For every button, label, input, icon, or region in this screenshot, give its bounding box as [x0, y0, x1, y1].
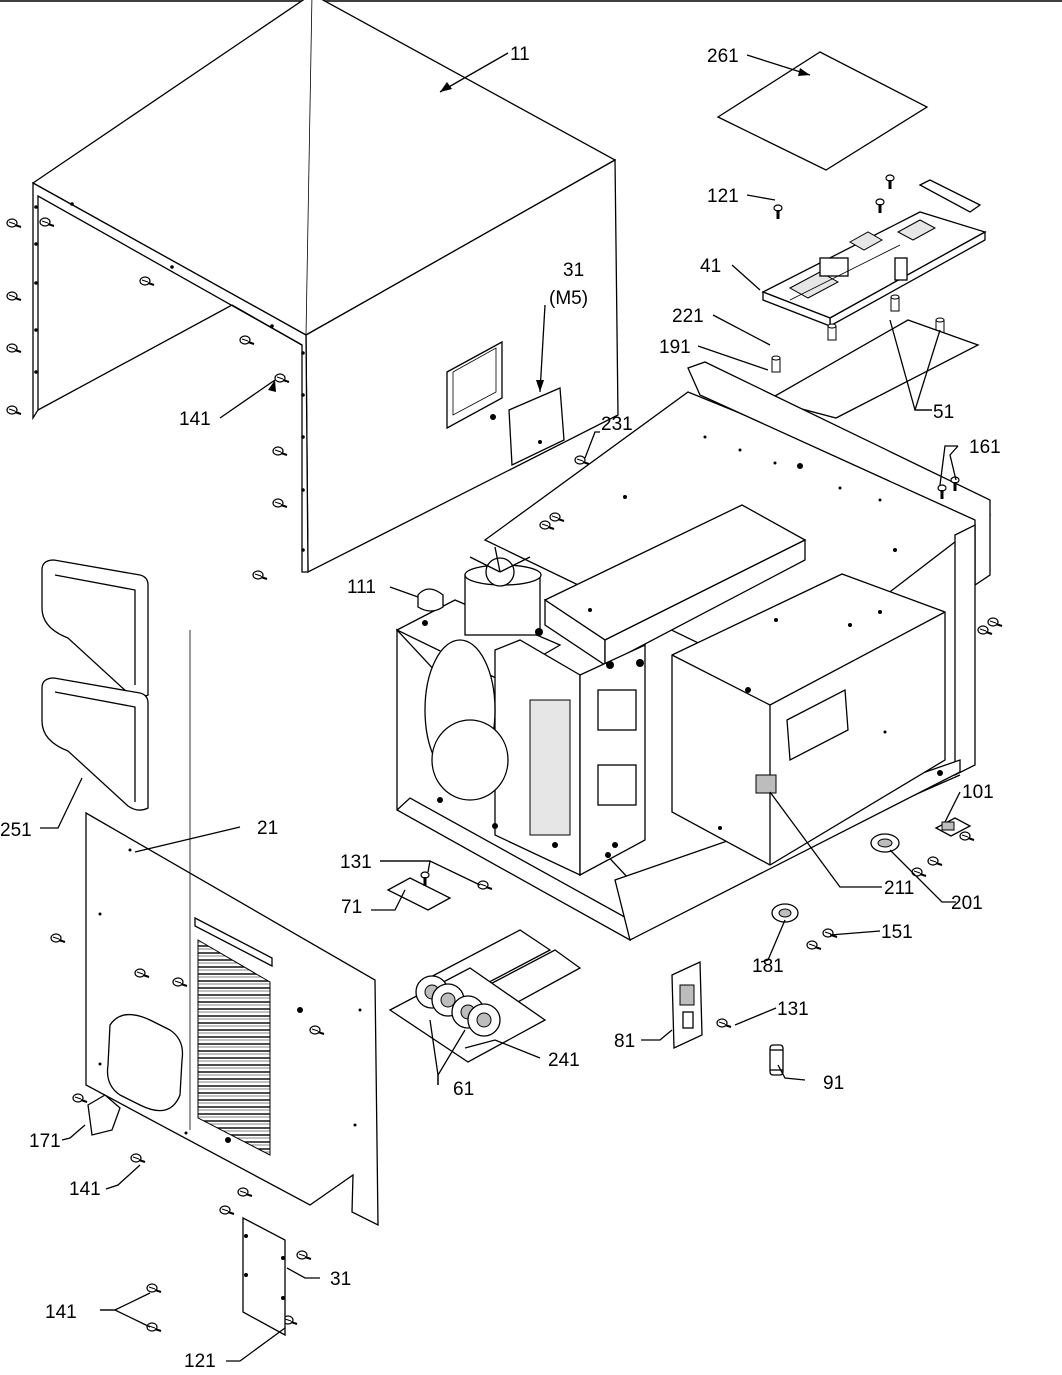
callout-141-upper: 141 — [179, 409, 211, 430]
callout-81: 81 — [614, 1031, 635, 1052]
callout-31-upper: 31 — [563, 260, 584, 281]
callout-141-lower: 141 — [45, 1302, 77, 1323]
callout-71: 71 — [341, 897, 362, 918]
callout-261: 261 — [707, 46, 739, 67]
outer-case — [31, 0, 619, 574]
callout-111: 111 — [347, 577, 376, 598]
callout-191: 191 — [659, 337, 691, 358]
callout-61: 61 — [453, 1079, 474, 1100]
callout-101: 101 — [962, 782, 994, 803]
callout-51: 51 — [933, 402, 954, 423]
insulator-sheet — [766, 319, 980, 419]
fuse-holder-81 — [671, 960, 732, 1050]
callout-211: 211 — [884, 878, 914, 899]
callout-151: 151 — [881, 922, 913, 943]
callout-131-right: 131 — [777, 999, 809, 1020]
chassis — [395, 361, 992, 942]
thermal-cutout-181 — [771, 903, 838, 950]
part-171 — [72, 1093, 121, 1136]
rear-panel-21 — [85, 630, 379, 1227]
callout-11: 11 — [510, 44, 530, 65]
callout-251: 251 — [0, 820, 32, 841]
callout-231: 231 — [601, 414, 633, 435]
callout-181: 181 — [752, 956, 784, 977]
callout-201: 201 — [951, 893, 983, 914]
callout-labels: 11 261 121 41 31 (M5) 221 191 51 141 231… — [0, 44, 1001, 1372]
callout-41: 41 — [700, 256, 721, 277]
control-board — [761, 174, 987, 328]
chassis-holes — [422, 435, 943, 858]
callout-131-left: 131 — [340, 852, 372, 873]
rear-panel-holes — [98, 848, 362, 1135]
callout-21: 21 — [257, 818, 278, 839]
callout-171: 171 — [29, 1131, 61, 1152]
cover-31-lower — [242, 1216, 286, 1337]
callout-91: 91 — [823, 1073, 844, 1094]
case-holes — [34, 202, 305, 552]
sheet-261 — [716, 51, 929, 171]
cover-plate-m5 — [508, 387, 590, 467]
thermal-cutout-201 — [870, 833, 943, 877]
callout-161: 161 — [969, 437, 1001, 458]
leader-arrows — [268, 68, 810, 392]
part-101 — [934, 817, 975, 841]
callout-241: 241 — [548, 1050, 580, 1071]
callout-141-middle: 141 — [69, 1179, 101, 1200]
callout-31-lower: 31 — [330, 1269, 351, 1290]
trays-251 — [41, 559, 149, 811]
callout-121-bottom: 121 — [184, 1351, 216, 1372]
leader-lines — [40, 52, 961, 1362]
callout-m5: (M5) — [549, 288, 588, 309]
part-71 — [386, 871, 493, 911]
callout-121-top: 121 — [707, 186, 739, 207]
callout-221: 221 — [672, 306, 704, 327]
capacitors-61 — [388, 929, 582, 1063]
